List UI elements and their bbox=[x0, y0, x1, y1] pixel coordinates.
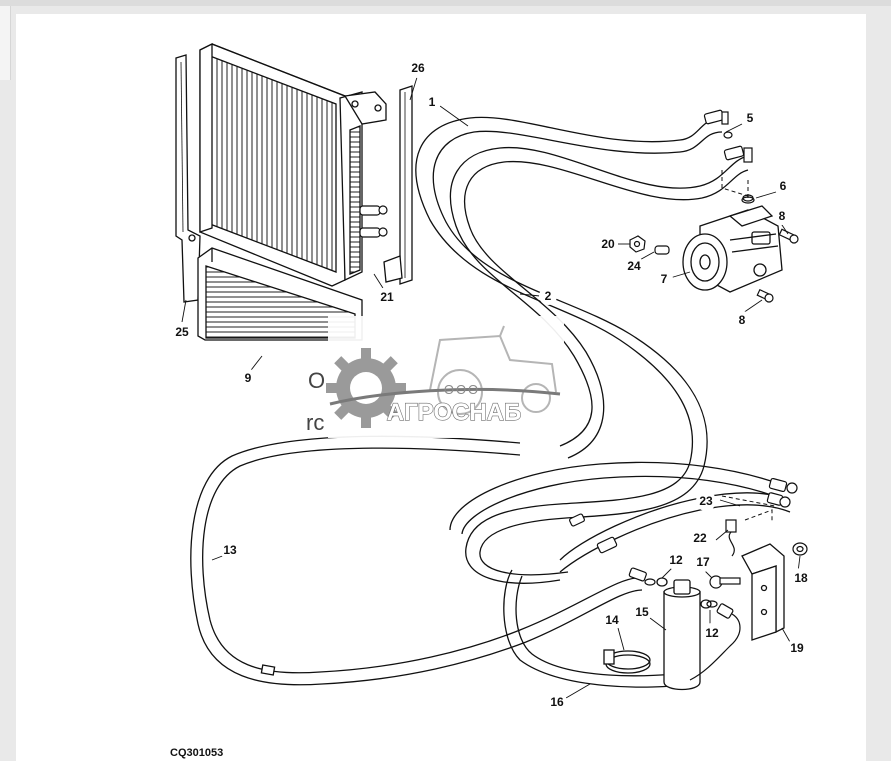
callout-13: 13 bbox=[220, 540, 240, 560]
hose-13 bbox=[190, 435, 643, 686]
nut-20 bbox=[629, 235, 646, 253]
hose-23-lines bbox=[449, 461, 791, 688]
callout-1: 1 bbox=[423, 93, 441, 111]
svg-text:22: 22 bbox=[693, 531, 707, 545]
callout-2: 2 bbox=[539, 287, 557, 305]
switch-22 bbox=[725, 519, 737, 557]
callout-12-bottom: 12 bbox=[702, 623, 722, 643]
svg-text:21: 21 bbox=[380, 290, 394, 304]
condenser-side-tank bbox=[339, 91, 387, 282]
callout-7: 7 bbox=[655, 270, 673, 288]
svg-text:23: 23 bbox=[699, 494, 713, 508]
svg-text:АГРОСНАБ: АГРОСНАБ bbox=[387, 399, 522, 426]
svg-text:24: 24 bbox=[627, 259, 641, 273]
callout-14: 14 bbox=[602, 610, 622, 630]
svg-text:16: 16 bbox=[550, 695, 564, 709]
callout-8-top: 8 bbox=[773, 207, 791, 225]
o-rings-12 bbox=[644, 578, 718, 608]
callout-21: 21 bbox=[377, 287, 397, 307]
svg-text:12: 12 bbox=[705, 626, 719, 640]
hose-16-end bbox=[689, 603, 741, 681]
switch-17 bbox=[709, 575, 741, 589]
svg-text:5: 5 bbox=[747, 111, 754, 125]
callout-15: 15 bbox=[632, 602, 652, 622]
switch-bracket bbox=[741, 543, 785, 641]
callout-8-bottom: 8 bbox=[733, 311, 751, 329]
nut-18 bbox=[792, 542, 808, 556]
svg-text:8: 8 bbox=[739, 313, 746, 327]
callout-12-top: 12 bbox=[666, 550, 686, 570]
right-mounting-bracket bbox=[383, 85, 413, 285]
receiver-drier bbox=[656, 577, 712, 691]
callout-26: 26 bbox=[408, 58, 428, 78]
svg-text:rc: rc bbox=[306, 410, 324, 435]
callout-24: 24 bbox=[624, 256, 644, 276]
compressor-bolts bbox=[756, 228, 799, 303]
svg-text:26: 26 bbox=[411, 61, 425, 75]
drawing-id: CQ301053 bbox=[170, 747, 223, 759]
callout-23: 23 bbox=[696, 491, 716, 511]
callout-22: 22 bbox=[690, 528, 710, 548]
tractor-logo-icon bbox=[429, 325, 557, 415]
callout-20: 20 bbox=[598, 234, 618, 254]
svg-text:1: 1 bbox=[429, 95, 436, 109]
svg-text:15: 15 bbox=[635, 605, 649, 619]
svg-text:7: 7 bbox=[661, 272, 668, 286]
left-mounting-bracket bbox=[175, 54, 201, 303]
watermark: O rc ООО АГРОСНАБ bbox=[306, 316, 564, 438]
svg-text:9: 9 bbox=[245, 371, 252, 385]
sleeve-24 bbox=[654, 245, 670, 255]
svg-text:2: 2 bbox=[545, 289, 552, 303]
svg-text:18: 18 bbox=[794, 571, 808, 585]
svg-text:12: 12 bbox=[669, 553, 683, 567]
condenser-core bbox=[199, 42, 346, 287]
svg-text:13: 13 bbox=[223, 543, 237, 557]
svg-text:20: 20 bbox=[601, 237, 615, 251]
callout-17: 17 bbox=[693, 552, 713, 572]
hose-clamp bbox=[603, 649, 651, 674]
svg-text:ООО: ООО bbox=[444, 382, 480, 397]
callout-9: 9 bbox=[239, 369, 257, 387]
o-ring-6 bbox=[741, 196, 755, 204]
callout-19: 19 bbox=[787, 638, 807, 658]
top-bar bbox=[0, 0, 891, 6]
svg-text:25: 25 bbox=[175, 325, 189, 339]
hose-2 bbox=[449, 146, 749, 459]
svg-text:19: 19 bbox=[790, 641, 804, 655]
svg-text:14: 14 bbox=[605, 613, 619, 627]
callout-18: 18 bbox=[791, 568, 811, 588]
top-hose-fittings bbox=[703, 109, 754, 202]
callout-6: 6 bbox=[774, 177, 792, 195]
svg-text:6: 6 bbox=[780, 179, 787, 193]
left-panel-edge bbox=[0, 6, 11, 80]
condenser-fittings bbox=[359, 205, 388, 238]
svg-text:8: 8 bbox=[779, 209, 786, 223]
callout-25: 25 bbox=[172, 322, 192, 342]
callout-16: 16 bbox=[547, 692, 567, 712]
callout-5: 5 bbox=[741, 109, 759, 127]
svg-text:O: O bbox=[308, 368, 325, 393]
leader-lines bbox=[181, 73, 801, 699]
svg-text:17: 17 bbox=[696, 555, 710, 569]
right-hose-fittings bbox=[569, 477, 798, 582]
compressor bbox=[682, 205, 783, 293]
hose-1 bbox=[415, 116, 723, 584]
